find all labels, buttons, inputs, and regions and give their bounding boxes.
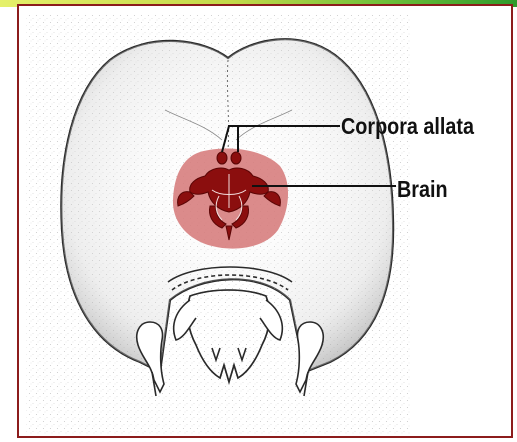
corpora-allata-label: Corpora allata (341, 113, 474, 140)
brain-label: Brain (397, 176, 448, 203)
